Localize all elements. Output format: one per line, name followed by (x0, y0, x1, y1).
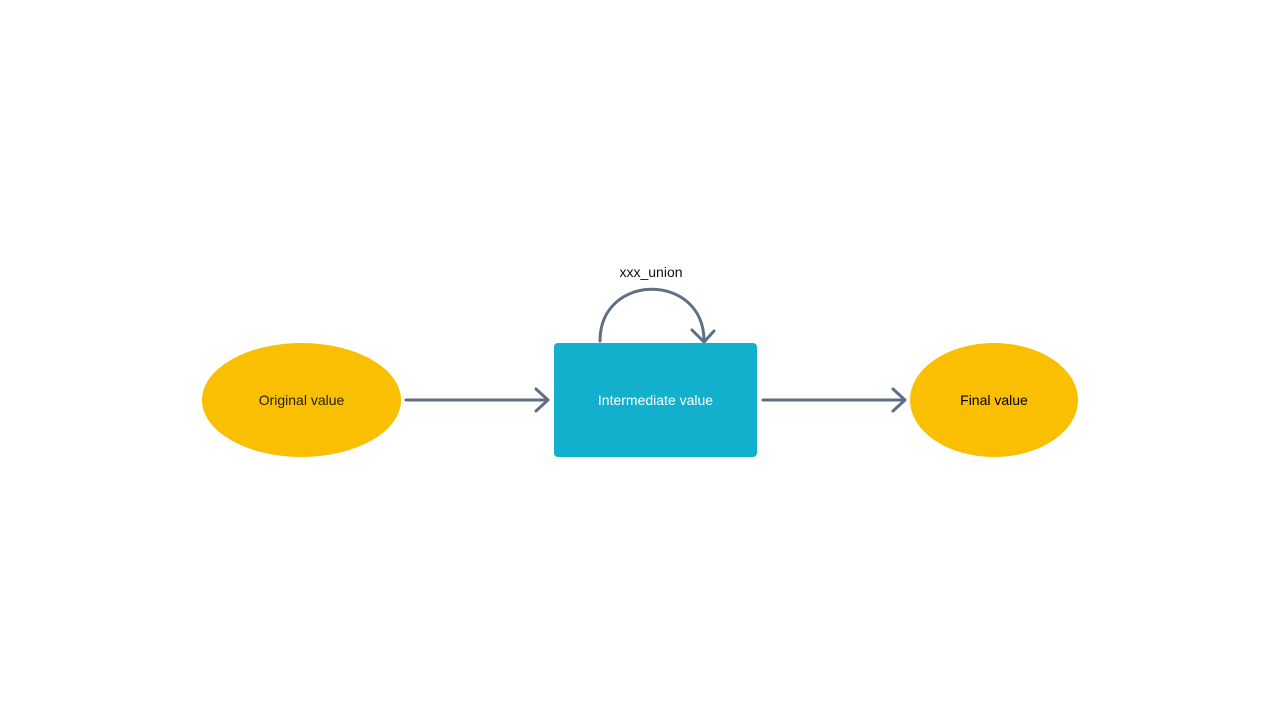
edge-intermediate-self-loop (598, 287, 706, 343)
arrowhead-original-to-intermediate (534, 387, 550, 413)
node-intermediate-value: Intermediate value (554, 343, 757, 457)
arrowhead-intermediate-to-final (891, 387, 907, 413)
node-intermediate-value-label: Intermediate value (597, 392, 714, 408)
node-original-value: Original value (202, 343, 401, 457)
arrowhead-intermediate-self-loop (690, 328, 716, 344)
self-loop-label: xxx_union (619, 264, 683, 280)
node-final-value: Final value (910, 343, 1078, 457)
node-original-value-label: Original value (258, 392, 345, 408)
node-final-value-label: Final value (960, 392, 1028, 408)
